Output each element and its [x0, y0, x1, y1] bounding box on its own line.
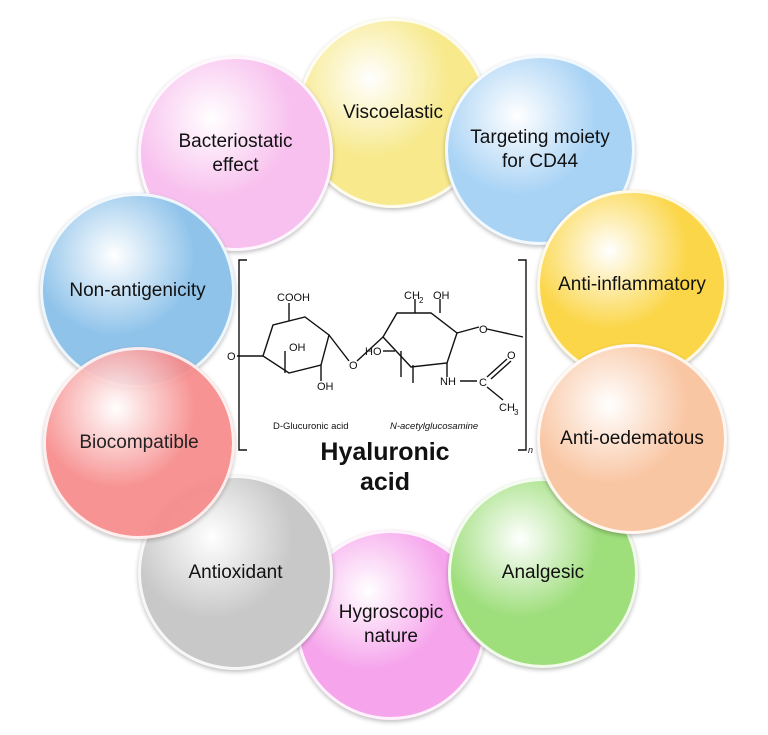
ch2-subscript: 2 [419, 296, 424, 305]
circle-label: Bacteriostatic effect [178, 130, 293, 176]
ch3-label: CH [499, 402, 515, 414]
oh-top-label: OH [433, 290, 450, 302]
repeat-n-label: n [528, 445, 533, 455]
circle-biocompatible: Biocompatible [43, 347, 235, 539]
oh-ring1-mid-label: OH [289, 342, 306, 354]
ch2-label: CH [404, 290, 420, 302]
circle-label: Non-antigenicity [69, 279, 206, 301]
o-carbonyl-label: O [507, 350, 516, 362]
circle-anti-oedematous: Anti-oedematous [537, 344, 727, 534]
circle-label: Antioxidant [188, 561, 283, 583]
circle-anti-inflammatory: Anti-inflammatory [537, 190, 727, 380]
glucuronic-acid-label: D-Glucuronic acid [273, 421, 349, 432]
ch3-subscript: 3 [514, 408, 519, 417]
nh-label: NH [440, 376, 456, 388]
hyaluronic-acid-structure: COOH CH 2 OH OH OH HO O O O NH C O CH 3 … [227, 259, 533, 455]
diagram-title: Hyaluronic acid [320, 438, 450, 496]
o-link-label: O [349, 360, 358, 372]
cooh-label: COOH [277, 292, 310, 304]
ho-ring2-label: HO [365, 346, 382, 358]
n-acetylglucosamine-label: N-acetylglucosamine [390, 421, 478, 432]
c-label: C [479, 377, 487, 389]
circle-label: Hygroscopic nature [338, 602, 444, 647]
circle-label: Biocompatible [79, 432, 199, 453]
circle-label: Viscoelastic [343, 102, 443, 123]
o-left-label: O [227, 351, 236, 363]
circle-label: Targeting moiety for CD44 [470, 127, 610, 172]
o-right-label: O [479, 324, 488, 336]
circle-label: Anti-oedematous [560, 428, 704, 449]
circle-label: Anti-inflammatory [558, 274, 706, 295]
oh-ring1-bottom-label: OH [317, 381, 334, 393]
circle-label: Analgesic [501, 562, 585, 583]
